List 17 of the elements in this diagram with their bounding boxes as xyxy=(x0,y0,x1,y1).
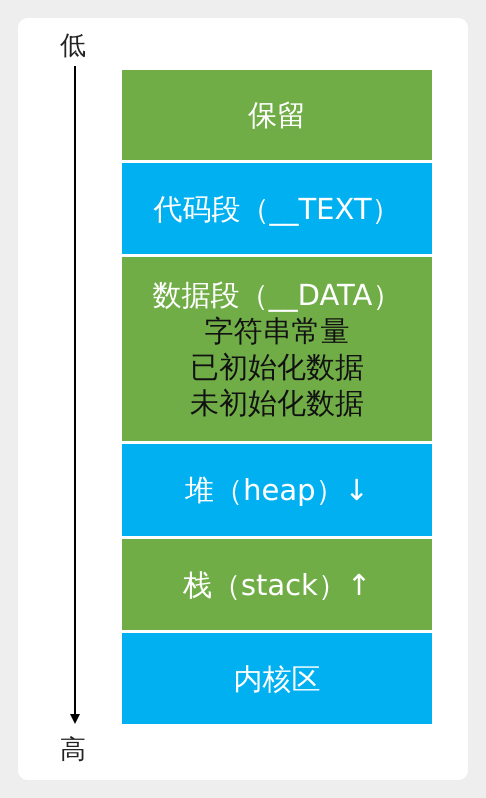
segment-item: 已初始化数据 xyxy=(190,349,364,385)
axis-label: 高 xyxy=(60,734,86,767)
segment-title: 堆（heap）↓ xyxy=(185,472,369,508)
segment-item: 字符串常量 xyxy=(204,313,350,349)
segment-title: 栈（stack）↑ xyxy=(182,566,372,602)
memory-segment xyxy=(122,539,432,630)
segment-title: 代码段（__TEXT） xyxy=(153,190,401,226)
segment-item: 未初始化数据 xyxy=(190,385,364,421)
memory-segment xyxy=(122,444,432,536)
segment-title: 数据段（__DATA） xyxy=(152,277,402,313)
axis-label: 低 xyxy=(60,30,86,63)
memory-segment xyxy=(122,70,432,160)
memory-segment xyxy=(122,163,432,254)
memory-segment xyxy=(122,633,432,724)
memory-segment xyxy=(122,257,432,441)
segment-title: 内核区 xyxy=(234,660,320,696)
segment-title: 保留 xyxy=(248,97,306,133)
